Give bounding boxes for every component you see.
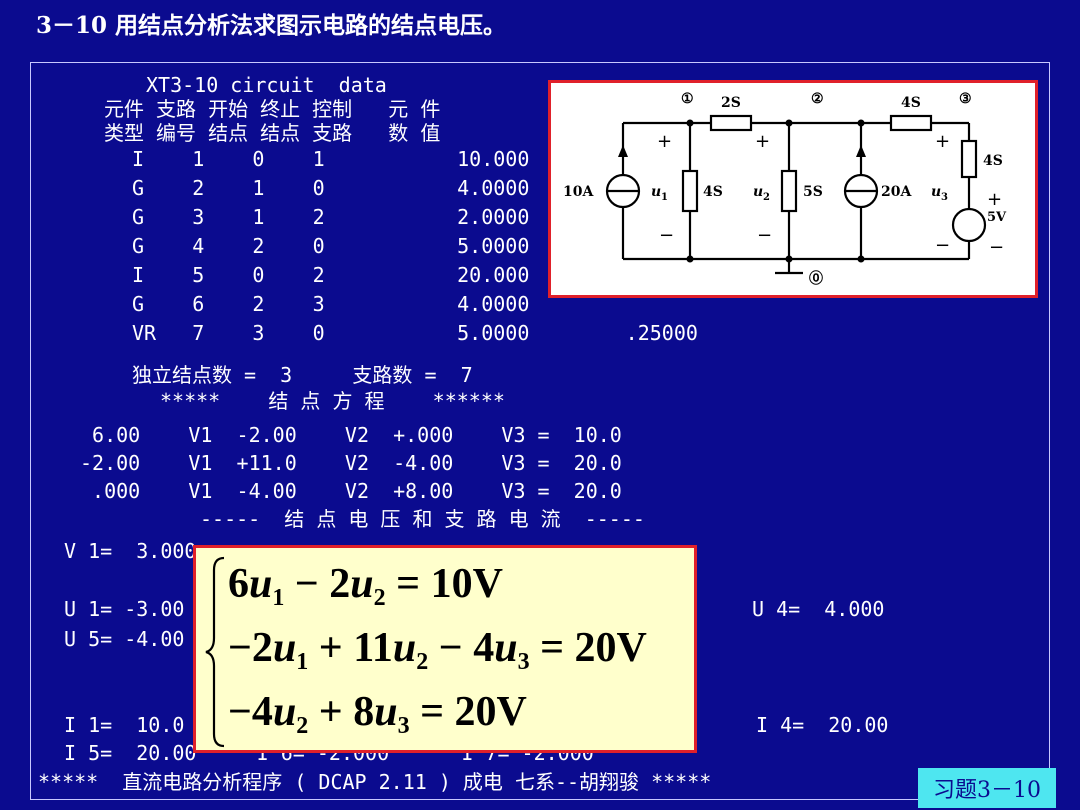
vs-label: 5V <box>987 210 1007 225</box>
column-header-2: 类型 编号 结点 结点 支路 数 值 <box>104 121 441 145</box>
g1-label: 4S <box>703 184 723 200</box>
element-row: G 4 2 0 5.0000 <box>132 234 530 258</box>
g3-label: 4S <box>983 153 1003 169</box>
svg-text:−: − <box>757 225 772 246</box>
svg-text:+: + <box>657 131 672 152</box>
svg-text:+: + <box>755 131 770 152</box>
slide-title: 3－10 用结点分析法求图示电路的结点电压。 <box>36 12 507 39</box>
svg-text:+: + <box>987 189 1002 210</box>
brace-icon <box>205 556 225 748</box>
node-2-label: ② <box>811 91 824 107</box>
svg-text:−: − <box>989 237 1004 258</box>
element-row: I 1 0 1 10.000 <box>132 147 530 171</box>
svg-text:u: u <box>651 184 661 200</box>
u-row-right: U 4= 4.000 <box>752 597 885 621</box>
result-heading: ----- 结 点 电 压 和 支 路 电 流 ----- <box>200 507 645 531</box>
svg-text:+: + <box>935 131 950 152</box>
u-row-left: U 5= -4.00 <box>64 627 185 651</box>
src1-label: 10A <box>563 184 594 200</box>
g23-label: 4S <box>901 95 921 111</box>
voltage-row: V 1= 3.000 <box>64 539 197 563</box>
u-row-left: U 1= -3.00 <box>64 597 185 621</box>
element-row: VR 7 3 0 5.0000 .25000 <box>132 321 698 345</box>
exercise-tag: 习题3－10 <box>918 768 1056 808</box>
node-1-label: ① <box>681 91 694 107</box>
svg-text:3: 3 <box>941 192 948 203</box>
svg-text:u: u <box>931 184 941 200</box>
i-row-right: I 4= 20.00 <box>756 713 889 737</box>
equation-line: −4u2 + 8u3 = 20V <box>228 689 527 739</box>
equation-row: .000 V1 -4.00 V2 +8.00 V3 = 20.0 <box>80 479 622 503</box>
svg-text:u: u <box>753 184 763 200</box>
element-row: G 6 2 3 4.0000 <box>132 292 530 316</box>
equation-line: −2u1 + 11u2 − 4u3 = 20V <box>228 625 647 675</box>
element-row: I 5 0 2 20.000 <box>132 263 530 287</box>
node-3-label: ③ <box>959 91 972 107</box>
element-row: G 3 1 2 2.0000 <box>132 205 530 229</box>
element-row: G 2 1 0 4.0000 <box>132 176 530 200</box>
svg-text:−: − <box>659 225 674 246</box>
i-row-left: I 1= 10.0 <box>64 713 185 737</box>
count-line: 独立结点数 = 3 支路数 = 7 <box>132 363 473 387</box>
column-header-1: 元件 支路 开始 终止 控制 元 件 <box>104 97 441 121</box>
node-equations-box: 6u1 − 2u2 = 10V −2u1 + 11u2 − 4u3 = 20V −4… <box>193 545 697 753</box>
g12-label: 2S <box>721 95 741 111</box>
node-0-label: ⓪ <box>809 270 823 287</box>
circuit-schematic: ① ② ③ ⓪ 2S 4S 10A 4S 5S 20A 4S 5V u 1 u … <box>563 91 1007 287</box>
svg-text:−: − <box>935 235 950 256</box>
src2-label: 20A <box>881 184 912 200</box>
equation-row: -2.00 V1 +11.0 V2 -4.00 V3 = 20.0 <box>80 451 622 475</box>
equation-heading: ***** 结 点 方 程 ****** <box>160 389 505 413</box>
g2-label: 5S <box>803 184 823 200</box>
svg-text:2: 2 <box>763 192 770 203</box>
equation-line: 6u1 − 2u2 = 10V <box>228 561 503 611</box>
data-header: XT3-10 circuit data <box>146 73 387 97</box>
equation-row: 6.00 V1 -2.00 V2 +.000 V3 = 10.0 <box>80 423 622 447</box>
program-output <box>30 62 1050 800</box>
program-footer: ***** 直流电路分析程序 ( DCAP 2.11 ) 成电 七系--胡翔骏 … <box>38 770 712 794</box>
svg-text:1: 1 <box>661 192 668 203</box>
circuit-diagram: ① ② ③ ⓪ 2S 4S 10A 4S 5S 20A 4S 5V u 1 u … <box>548 80 1038 298</box>
